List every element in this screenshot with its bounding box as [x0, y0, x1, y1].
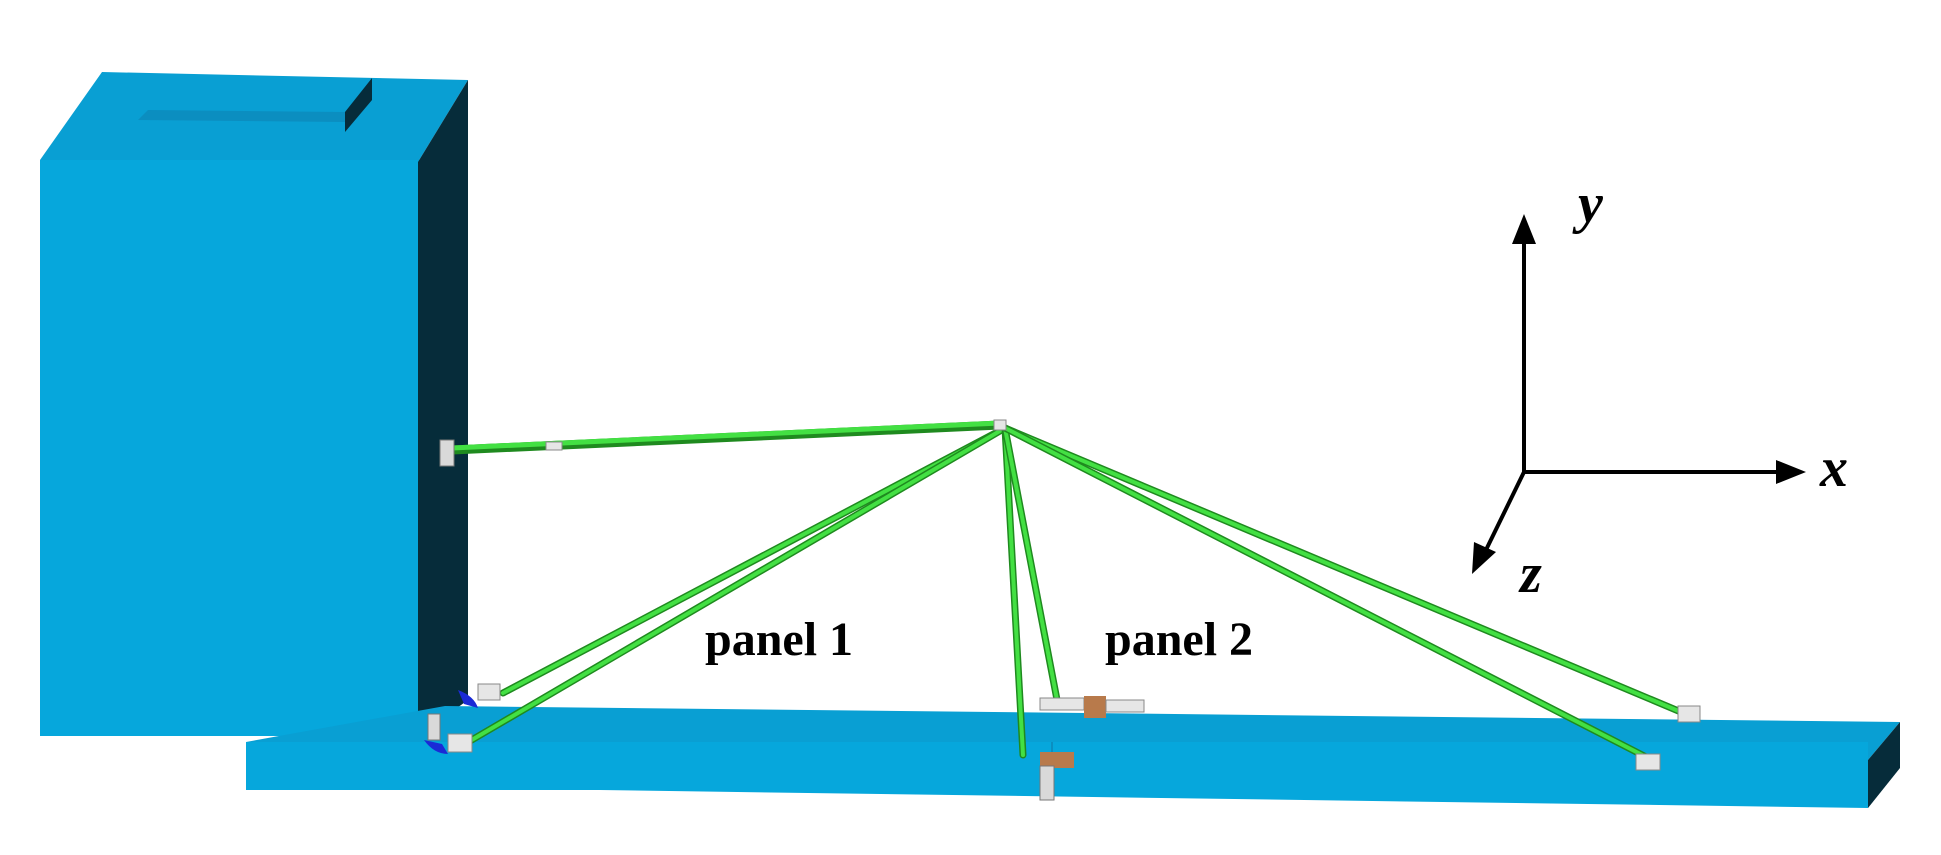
y-axis-arrowhead	[1512, 214, 1536, 244]
tower-top-notch-edge	[345, 78, 372, 132]
tower	[40, 72, 468, 736]
joint-center-back-right	[1105, 699, 1145, 713]
x-axis-arrowhead	[1776, 460, 1806, 484]
cable-to-panel1-inner	[499, 424, 1009, 697]
hinge-blue-lower	[424, 740, 448, 754]
base-beam	[246, 706, 1900, 808]
z-axis-line	[1482, 471, 1526, 555]
cable-to-center-back	[1001, 424, 1062, 709]
joint-horizontal-mid	[545, 441, 563, 451]
beam-end-face	[1868, 722, 1900, 808]
joint-center-post	[1039, 765, 1055, 801]
joint-panel1-front	[447, 733, 473, 753]
joint-panel2-front	[1635, 753, 1661, 771]
tower-side-face	[418, 80, 468, 736]
cable-to-panel2-front	[1001, 424, 1656, 764]
bracket-center-back	[1084, 696, 1106, 718]
joint-tower-foot	[427, 713, 441, 741]
cable-horizontal	[447, 420, 1005, 455]
joint-center-back	[1039, 697, 1085, 711]
joint-tower-attach	[439, 439, 455, 467]
joint-apex	[993, 419, 1007, 431]
panel-1-label: panel 1	[705, 613, 853, 666]
cable-to-panel1-outer	[466, 424, 1009, 745]
hinge-blue-upper	[458, 690, 478, 708]
joint-panel2-back	[1677, 705, 1701, 723]
cable-to-center-front	[1001, 424, 1027, 759]
cables	[447, 420, 1692, 764]
cable-to-panel2-back	[1001, 424, 1692, 719]
joints	[424, 419, 1701, 801]
z-axis-arrowhead	[1472, 542, 1496, 574]
tower-top-notch	[138, 110, 345, 122]
panel-2-label: panel 2	[1105, 613, 1253, 666]
joint-panel1-back	[477, 683, 501, 701]
tower-front-face	[40, 160, 420, 736]
coordinate-axes: y x z	[1472, 173, 1848, 605]
beam-front-lower	[246, 785, 1868, 808]
y-axis-label: y	[1572, 173, 1604, 235]
bracket-center-front	[1040, 752, 1074, 768]
z-axis-label: z	[1518, 543, 1542, 605]
x-axis-label: x	[1819, 437, 1848, 499]
